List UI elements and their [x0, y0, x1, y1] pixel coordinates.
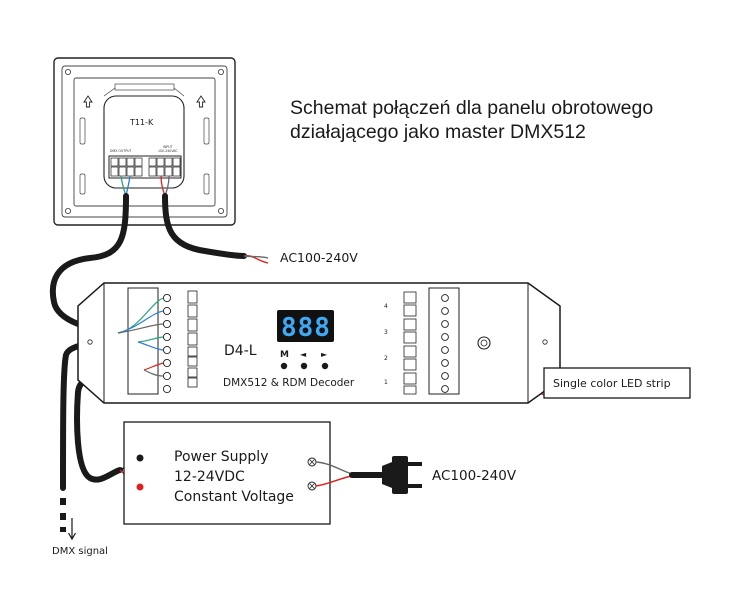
power-supply-line3: Constant Voltage: [174, 489, 294, 505]
decoder-channel-3: 3: [384, 329, 388, 336]
power-supply-line2: 12-24VDC: [174, 469, 245, 485]
decoder-out-wire-blue: [137, 341, 164, 351]
decoder-channel-1: 1: [384, 379, 388, 386]
dmx-signal-arrow-icon: [67, 518, 77, 541]
panel-output-label: DMX OUTPUT: [110, 149, 131, 153]
decoder-unit: 888 D4-L M ◄ ► DMX512 & RDM Decoder 4 3 …: [77, 282, 561, 404]
ac-cable-to-panel: [162, 193, 247, 259]
ac-plug-icon: [382, 456, 422, 494]
decoder-button-left[interactable]: [300, 362, 308, 370]
decoder-display-digits: 888: [281, 313, 331, 343]
psu-terminal-positive: [136, 483, 144, 491]
ac-top-label: AC100-240V: [280, 250, 358, 265]
panel-input-label: INPUT: [163, 145, 173, 149]
rotary-panel: T11-K DMX OUTPUT INPUT 100-240VAC: [53, 57, 236, 226]
panel-model-label: T11-K: [129, 118, 154, 127]
decoder-in-wire-blue: [117, 310, 164, 334]
decoder-button-right-label: ►: [321, 350, 328, 359]
psu-terminal-negative: [136, 454, 144, 462]
ac-bottom-label: AC100-240V: [432, 468, 517, 484]
decoder-button-m[interactable]: [280, 362, 288, 370]
power-supply-line1: Power Supply: [174, 449, 269, 465]
panel-input-sub-label: 100-240VAC: [158, 149, 178, 153]
decoder-dc-wire-red: [143, 362, 164, 371]
up-arrow-icon-right: [196, 95, 206, 108]
decoder-display: [277, 310, 334, 342]
up-arrow-icon-left: [83, 95, 93, 108]
dmx-signal-label: DMX signal: [52, 546, 108, 557]
decoder-model-label: D4-L: [224, 343, 257, 359]
led-strip: Single color LED strip: [543, 367, 691, 399]
decoder-dc-wire-gray: [143, 369, 164, 377]
decoder-out-wire-green: [137, 336, 164, 343]
power-supply: Power Supply 12-24VDC Constant Voltage: [123, 421, 331, 525]
decoder-button-m-label: M: [280, 350, 289, 360]
decoder-mount-hole-right: [477, 336, 491, 350]
diagram-title-line1: Schemat połączeń dla panelu obrotowego: [290, 97, 653, 119]
decoder-button-right[interactable]: [321, 362, 329, 370]
diagram-title-line2: działającego jako master DMX512: [290, 121, 586, 143]
decoder-channel-4: 4: [384, 303, 388, 310]
led-strip-label: Single color LED strip: [553, 377, 671, 390]
ac-plug-wire-red: [315, 475, 353, 487]
ac-plug-wire-gray: [315, 461, 353, 475]
decoder-in-wire-gray: [117, 323, 164, 334]
decoder-button-left-label: ◄: [300, 350, 307, 359]
decoder-subtitle: DMX512 & RDM Decoder: [223, 377, 355, 389]
decoder-channel-2: 2: [384, 355, 388, 362]
ac-top-wire-gray: [243, 255, 269, 259]
